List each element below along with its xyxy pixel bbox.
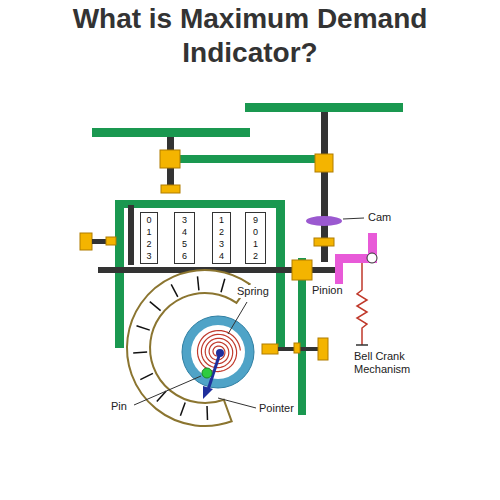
frame: [276, 200, 285, 348]
leader-line: [134, 376, 201, 405]
part-label: Spring: [236, 285, 270, 298]
bearing-block: [161, 185, 180, 193]
tick-mark: [140, 373, 153, 379]
link-bar: [178, 155, 318, 163]
spring-housing: [191, 325, 245, 379]
tick-mark: [150, 302, 161, 311]
tick-mark: [206, 406, 208, 420]
inner-shaft: [128, 205, 134, 265]
top-bar: [245, 103, 403, 112]
part-label: Cam: [367, 211, 392, 224]
pinion: [292, 260, 312, 280]
bearing-block: [294, 343, 300, 353]
tick-mark: [137, 326, 150, 330]
counter-drum: 3 4 5 6: [174, 212, 195, 264]
pin: [202, 368, 212, 378]
tick-mark: [133, 352, 147, 353]
leader-line: [228, 302, 247, 334]
leader-line: [343, 218, 364, 219]
pivot: [367, 253, 377, 263]
drum-digits: 0 1 2 3: [147, 213, 152, 262]
pointer-head: [203, 386, 213, 399]
frame: [298, 258, 306, 415]
bell-crank: [335, 254, 377, 263]
spiral-spring: [198, 331, 241, 372]
leader-line: [218, 398, 256, 408]
tick-mark: [221, 279, 225, 292]
bearing-block: [315, 154, 333, 172]
bearing-block: [318, 338, 328, 360]
part-label: Bell Crank Mechanism: [353, 350, 433, 376]
anchor: [356, 344, 368, 346]
part-label: Pointer: [258, 402, 295, 415]
bell-crank: [335, 263, 343, 285]
counter-drum: 9 0 1 2: [245, 212, 266, 264]
pointer-hub: [216, 349, 224, 357]
top-bar: [92, 128, 250, 137]
spring-housing: [182, 316, 254, 388]
frame: [115, 200, 285, 208]
drum-digits: 9 0 1 2: [253, 213, 258, 262]
tick-mark: [180, 403, 185, 416]
spring-symbol: [357, 263, 367, 345]
page-title: What is Maximum Demand Indicator?: [40, 2, 460, 70]
frame: [115, 200, 124, 348]
bearing-block: [80, 233, 92, 250]
counter-drum: 0 1 2 3: [140, 212, 158, 264]
drum-digits: 3 4 5 6: [182, 213, 187, 262]
tick-mark: [198, 276, 199, 290]
tick-mark: [171, 284, 178, 296]
counter-drum: 1 2 3 4: [212, 212, 231, 264]
part-label: Pin: [110, 400, 128, 413]
cam: [306, 216, 342, 226]
drum-digits: 1 2 3 4: [219, 213, 224, 262]
part-label: Pinion: [311, 284, 344, 297]
bearing-block: [262, 344, 278, 354]
bearing-block: [106, 237, 116, 245]
bearing-block: [314, 238, 334, 246]
bearing-block: [160, 150, 180, 168]
